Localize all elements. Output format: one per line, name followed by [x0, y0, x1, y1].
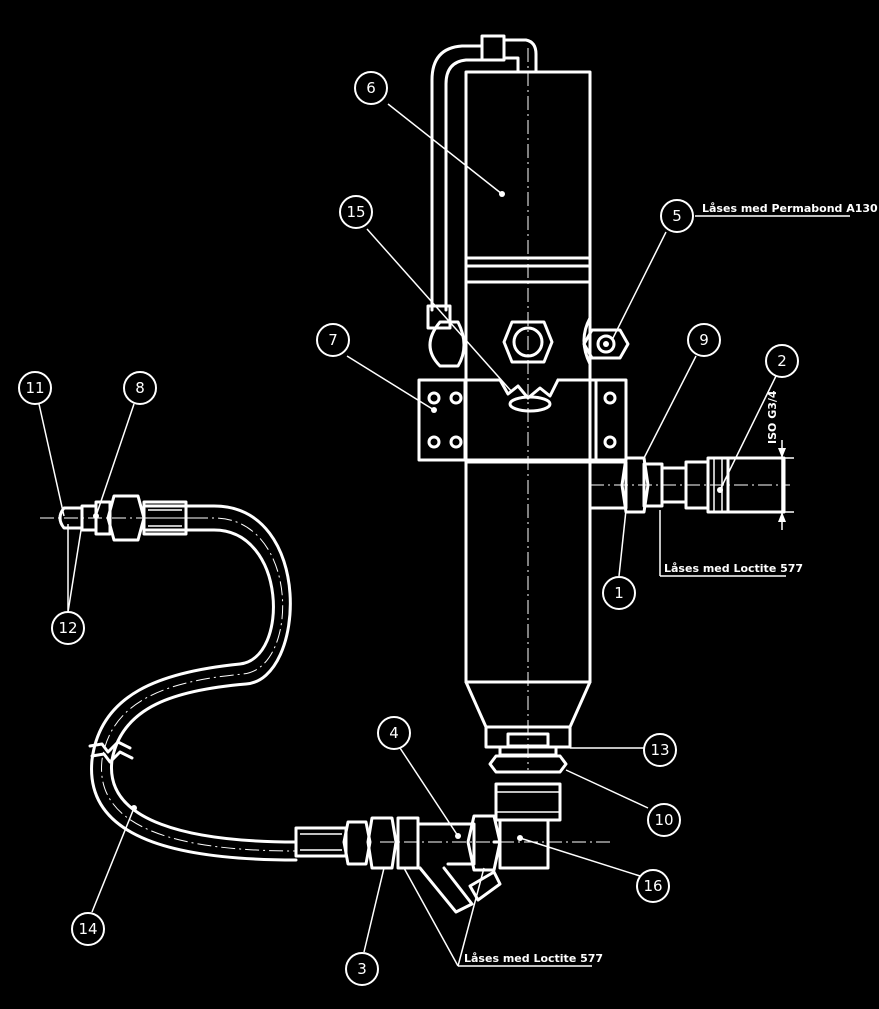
note-loctite-bottom: Låses med Loctite 577: [464, 952, 603, 965]
callout-2: 2: [765, 344, 799, 378]
svg-text:3: 3: [357, 960, 367, 978]
valve-right: [582, 316, 630, 366]
callout-14: 14: [71, 912, 105, 946]
hose-union: [294, 816, 398, 870]
outlet-fittings: [588, 440, 794, 530]
callout-7: 7: [316, 323, 350, 357]
strainer: [380, 814, 610, 914]
left-hose-end: [40, 494, 200, 542]
callout-1: 1: [602, 576, 636, 610]
note-permabond: Låses med Permabond A130: [702, 202, 878, 215]
svg-text:9: 9: [699, 331, 709, 349]
callout-8: 8: [123, 371, 157, 405]
svg-text:8: 8: [135, 379, 145, 397]
callout-11: 11: [18, 371, 52, 405]
note-loctite-right: Låses med Loctite 577: [664, 562, 803, 575]
callout-16: 16: [636, 869, 670, 903]
valve-knob-left: [426, 304, 466, 368]
callout-3: 3: [345, 952, 379, 986]
top-tube: [430, 34, 538, 312]
callout-9: 9: [687, 323, 721, 357]
callout-5: 5: [660, 199, 694, 233]
callout-6: 6: [354, 71, 388, 105]
note-thread-spec: ISO G3/4: [766, 390, 779, 444]
leader-lines: [38, 103, 850, 967]
callout-15: 15: [339, 195, 373, 229]
bottom-fittings: [484, 725, 572, 870]
svg-text:2: 2: [777, 352, 787, 370]
svg-text:13: 13: [650, 741, 669, 759]
callout-10: 10: [647, 803, 681, 837]
svg-text:5: 5: [672, 207, 682, 225]
flexible-hose: [88, 504, 298, 862]
svg-text:1: 1: [614, 584, 624, 602]
pump-cylinder: [464, 48, 592, 770]
svg-text:4: 4: [389, 724, 399, 742]
svg-text:10: 10: [654, 811, 673, 829]
svg-text:16: 16: [643, 877, 662, 895]
callout-4: 4: [377, 716, 411, 750]
svg-text:12: 12: [58, 619, 77, 637]
svg-text:7: 7: [328, 331, 338, 349]
svg-text:15: 15: [346, 203, 365, 221]
callout-12: 12: [51, 611, 85, 645]
svg-text:6: 6: [366, 79, 376, 97]
mounting-bracket: [417, 378, 628, 462]
callout-13: 13: [643, 733, 677, 767]
svg-text:14: 14: [78, 920, 97, 938]
svg-text:11: 11: [25, 379, 44, 397]
